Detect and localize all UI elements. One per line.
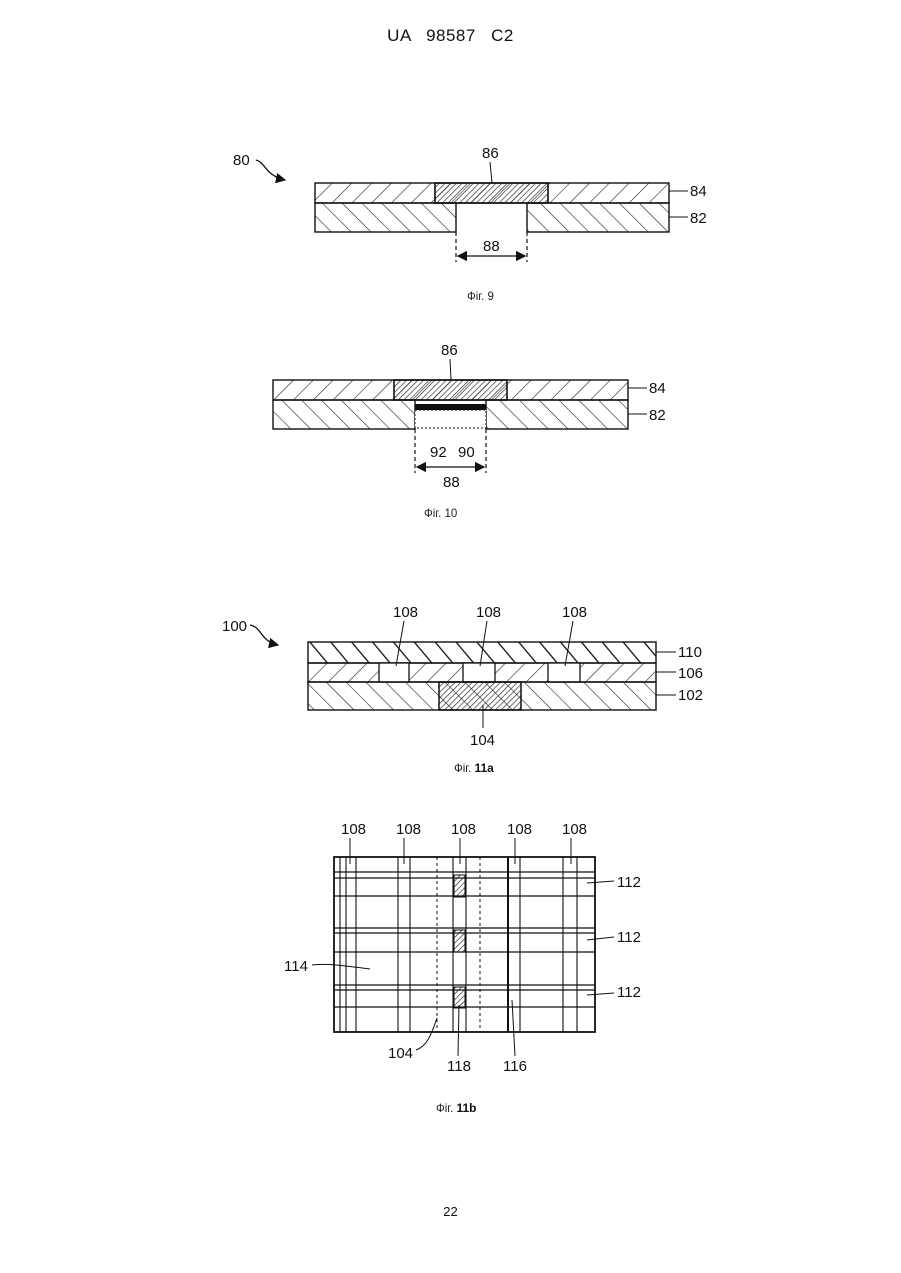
caption-fig-10: Фіг. 10 — [424, 508, 457, 520]
page-number: 22 — [0, 1204, 901, 1219]
ref-108-1: 108 — [341, 821, 366, 838]
element-86 — [394, 380, 507, 400]
layer-82-right — [486, 400, 628, 429]
ref-80: 80 — [233, 152, 250, 169]
ref-100: 100 — [222, 618, 247, 635]
ref-86: 86 — [482, 145, 499, 162]
element-104 — [439, 682, 521, 710]
ref-104: 104 — [388, 1045, 413, 1062]
cavity-108-3 — [548, 663, 580, 682]
ref-114: 114 — [284, 958, 308, 975]
ref-108-5: 108 — [562, 821, 587, 838]
caption-fig-11a: Фіг. 11a — [454, 761, 494, 775]
element-92 — [415, 410, 486, 428]
figure-10: 86 84 82 92 90 88 Фіг. 10 — [273, 342, 666, 520]
ref-112-2: 112 — [617, 929, 641, 946]
ref-102: 102 — [678, 687, 703, 704]
cavity-108-1 — [379, 663, 409, 682]
ref-108-3: 108 — [451, 821, 476, 838]
figure-11a: 100 108 108 108 110 106 102 104 Фіг. 11a — [222, 604, 703, 775]
element-90 — [415, 404, 486, 410]
ref-116: 116 — [503, 1058, 527, 1075]
ref-90: 90 — [458, 444, 475, 461]
figure-11b: 108 108 108 108 108 112 112 112 114 104 … — [284, 821, 641, 1115]
ref-112-1: 112 — [617, 874, 641, 891]
ref-108-2: 108 — [396, 821, 421, 838]
caption-fig-9: Фіг. 9 — [467, 291, 494, 303]
element-118-1 — [454, 875, 465, 897]
element-118-3 — [454, 987, 465, 1008]
ref-82: 82 — [649, 407, 666, 424]
ref-118: 118 — [447, 1058, 471, 1075]
ref-106: 106 — [678, 665, 703, 682]
layer-82-right — [527, 203, 669, 232]
element-118-2 — [454, 930, 465, 952]
layer-82-left — [315, 203, 456, 232]
ref-88: 88 — [443, 474, 460, 491]
cavity-108-2 — [463, 663, 495, 682]
element-86 — [435, 183, 548, 203]
ref-92: 92 — [430, 444, 447, 461]
layer-82-left — [273, 400, 415, 429]
ref-110: 110 — [678, 644, 702, 661]
caption-fig-11b: Фіг. 11b — [436, 1101, 477, 1115]
ref-108-c: 108 — [562, 604, 587, 621]
ref-88: 88 — [483, 238, 500, 255]
ref-104: 104 — [470, 732, 495, 749]
ref-84: 84 — [690, 183, 707, 200]
figure-9: 80 86 84 82 88 Фіг. 9 — [233, 145, 707, 303]
ref-82: 82 — [690, 210, 707, 227]
ref-86: 86 — [441, 342, 458, 359]
ref-108-b: 108 — [476, 604, 501, 621]
ref-84: 84 — [649, 380, 666, 397]
ref-108-a: 108 — [393, 604, 418, 621]
ref-112-3: 112 — [617, 984, 641, 1001]
ref-108-4: 108 — [507, 821, 532, 838]
